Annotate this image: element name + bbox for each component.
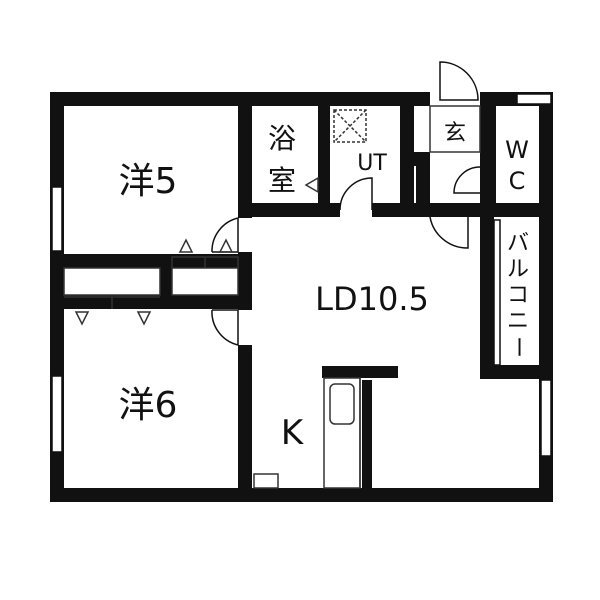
wall-ut-east — [400, 106, 414, 217]
wall-closet-east — [238, 252, 252, 310]
wall-bedroom6-east-lower — [238, 345, 252, 488]
wall-balcony-west — [480, 217, 494, 377]
room-label-balcony-2: ル — [507, 257, 529, 282]
wall-wc-bottom — [496, 203, 539, 217]
room-label-wc-1: W — [505, 136, 529, 164]
room-label-entrance: 玄 — [444, 121, 466, 146]
door-bedroom6 — [211, 309, 239, 346]
wall-entrance-step — [414, 152, 430, 166]
door-utility — [339, 177, 373, 211]
closet-triangle-icon-4 — [136, 311, 152, 326]
room-label-balcony-5: ー — [505, 336, 530, 358]
wall-balcony-bottom — [480, 365, 553, 379]
room-labels: 洋5 洋6 浴 室 UT 玄 W C バ ル コ ニ ー LD10.5 K — [119, 121, 530, 453]
wall-bedroom-divider — [64, 254, 238, 268]
wall-kitchen-counter-top — [322, 366, 398, 378]
closet-triangle-icon — [178, 238, 194, 253]
wall-closet-bottom — [64, 295, 238, 309]
room-label-balcony-4: ニ — [507, 309, 529, 334]
wall-ut-bottom-left — [330, 203, 340, 217]
window-bedroom5 — [51, 186, 63, 252]
wall-bath-bottom — [252, 203, 322, 217]
door-hall — [429, 216, 469, 249]
wall-bath-ut-divider — [318, 106, 330, 217]
room-label-western-5: 洋5 — [119, 161, 178, 202]
doors — [211, 61, 481, 346]
closet-triangle-icon-3 — [74, 311, 90, 326]
outer-wall-top-left — [50, 92, 430, 106]
window-bedroom6 — [51, 375, 63, 453]
wall-entrance-west-lower — [416, 165, 430, 217]
door-bedroom5 — [211, 217, 239, 253]
window-balcony-glass — [493, 219, 501, 366]
fridge-slot — [253, 473, 279, 489]
closet-triangle-icon-2 — [218, 238, 234, 253]
wall-wc-west — [480, 106, 496, 217]
door-entrance — [439, 61, 479, 101]
outer-wall-bottom — [50, 488, 553, 502]
room-label-wc-2: C — [509, 167, 526, 195]
entrance-step — [429, 105, 481, 153]
room-label-utility: UT — [357, 151, 387, 176]
room-label-balcony-1: バ — [507, 231, 529, 256]
window-wc — [516, 93, 552, 105]
kitchen-sink — [329, 383, 355, 425]
room-label-western-6: 洋6 — [119, 385, 178, 426]
room-label-bath-1: 浴 — [268, 122, 296, 155]
room-label-balcony-3: コ — [507, 283, 529, 308]
fixtures — [63, 105, 481, 489]
room-label-kitchen: K — [281, 413, 305, 453]
wall-bedroom5-east-upper — [238, 106, 252, 218]
door-wc — [453, 166, 481, 194]
window-ld-east — [540, 379, 552, 457]
kitchen-wall — [362, 380, 372, 488]
bath-triangle-icon — [304, 176, 319, 194]
closet-lower — [63, 267, 161, 296]
windows — [51, 93, 552, 457]
wall-closet-divider — [160, 254, 172, 309]
room-label-bath-2: 室 — [268, 164, 296, 197]
room-label-living-dining: LD10.5 — [315, 280, 429, 318]
washer-pan — [333, 109, 367, 143]
wall-entrance-bottom — [430, 203, 480, 217]
